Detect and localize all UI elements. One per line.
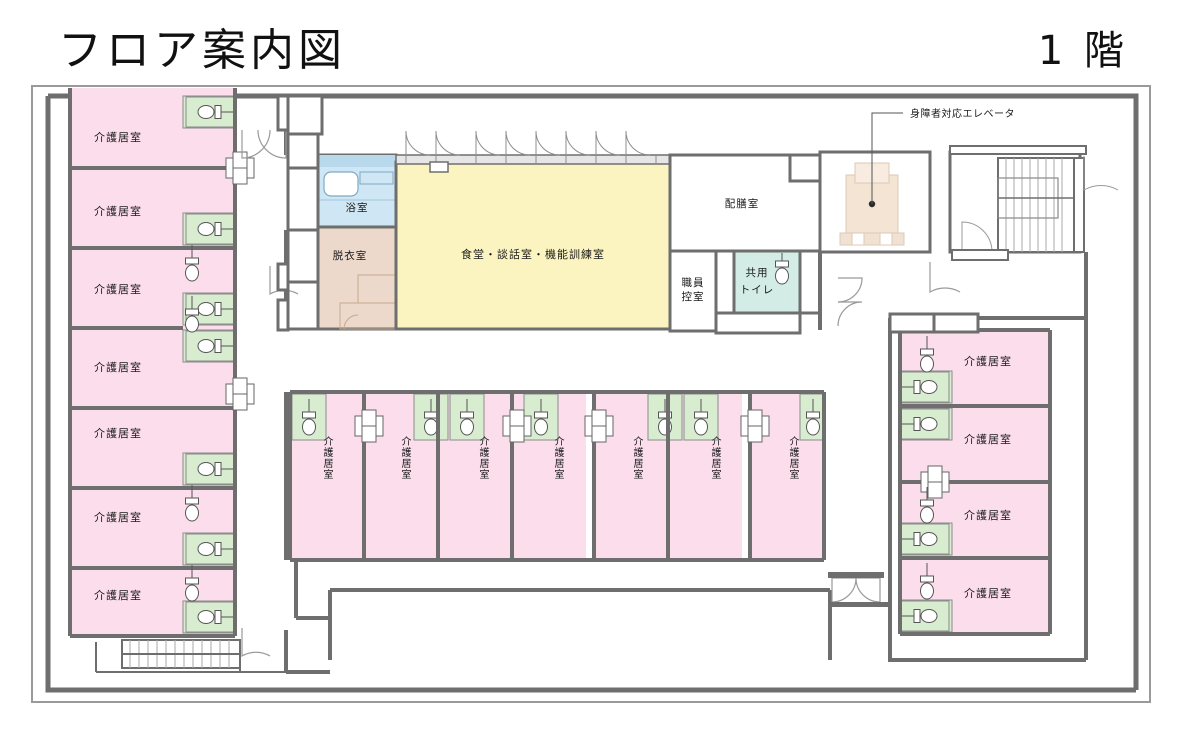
care-room-label: 介護居室 xyxy=(964,586,1012,600)
outer-frame xyxy=(31,85,1151,703)
care-room-label: 介護居室 xyxy=(321,436,333,480)
shared-toilet-fixture xyxy=(775,253,789,285)
care-room-label: 介護居室 xyxy=(964,432,1012,446)
staff-room xyxy=(668,249,718,333)
room-labels: 介護居室 介護居室 介護居室 介護居室 介護居室 介護居室 介護居室 浴室 脱衣… xyxy=(94,130,1012,602)
page-title: フロア案内図 xyxy=(58,25,346,76)
bathtub-icon xyxy=(323,171,394,197)
page-header: フロア案内図 1 階 xyxy=(0,0,1184,84)
care-room-label: 介護居室 xyxy=(709,436,721,480)
dining-room-label: 食堂・談話室・機能訓練室 xyxy=(461,247,605,261)
care-room-label: 介護居室 xyxy=(94,426,142,440)
center-top-block xyxy=(286,94,672,331)
dining-room-fill xyxy=(394,160,672,331)
stairs-top-right xyxy=(948,145,1119,261)
shared-toilet-label-2: トイレ xyxy=(740,284,775,296)
changing-room-label: 脱衣室 xyxy=(333,249,368,262)
care-room-label: 介護居室 xyxy=(94,282,142,296)
stairs-bottom-left xyxy=(95,639,286,673)
shared-toilet-label-1: 共用 xyxy=(746,267,769,279)
care-room-label: 介護居室 xyxy=(94,360,142,374)
care-room-label: 介護居室 xyxy=(964,508,1012,522)
middle-care-rooms xyxy=(288,390,826,562)
left-wing xyxy=(68,88,288,673)
left-room-toilets xyxy=(182,95,236,634)
care-room-label: 介護居室 xyxy=(964,354,1012,368)
bath-room-label: 浴室 xyxy=(346,201,369,214)
elevator-leader-line xyxy=(871,112,903,204)
building-outline xyxy=(45,93,1139,693)
care-room-label: 介護居室 xyxy=(94,510,142,524)
care-room-label: 介護居室 xyxy=(552,436,564,480)
care-room-label: 介護居室 xyxy=(94,204,142,218)
changing-room-fill xyxy=(316,225,398,331)
lower-corridor xyxy=(286,560,832,674)
elevator-block: 身障者対応エレベータ xyxy=(818,107,1015,254)
care-room-label: 介護居室 xyxy=(94,588,142,602)
staff-room-label-1: 職員 xyxy=(682,277,705,289)
care-room-label: 介護居室 xyxy=(477,436,489,480)
right-care-rooms xyxy=(888,312,1052,636)
left-care-rooms xyxy=(70,88,235,636)
floor-indicator: 1 階 xyxy=(1037,28,1128,74)
care-room-label: 介護居室 xyxy=(787,436,799,480)
swing-doors xyxy=(241,129,961,658)
care-room-label: 介護居室 xyxy=(631,436,643,480)
elevator-annotation-label: 身障者対応エレベータ xyxy=(910,107,1015,120)
bottom-double-door xyxy=(831,577,881,603)
service-block xyxy=(668,153,822,335)
staff-room-label-2: 控室 xyxy=(682,290,705,303)
care-room-label: 介護居室 xyxy=(399,436,411,480)
care-room-label: 介護居室 xyxy=(94,130,142,144)
shared-toilet-room xyxy=(732,249,802,315)
right-room-toilets xyxy=(899,370,953,633)
serving-room-label: 配膳室 xyxy=(725,197,760,210)
